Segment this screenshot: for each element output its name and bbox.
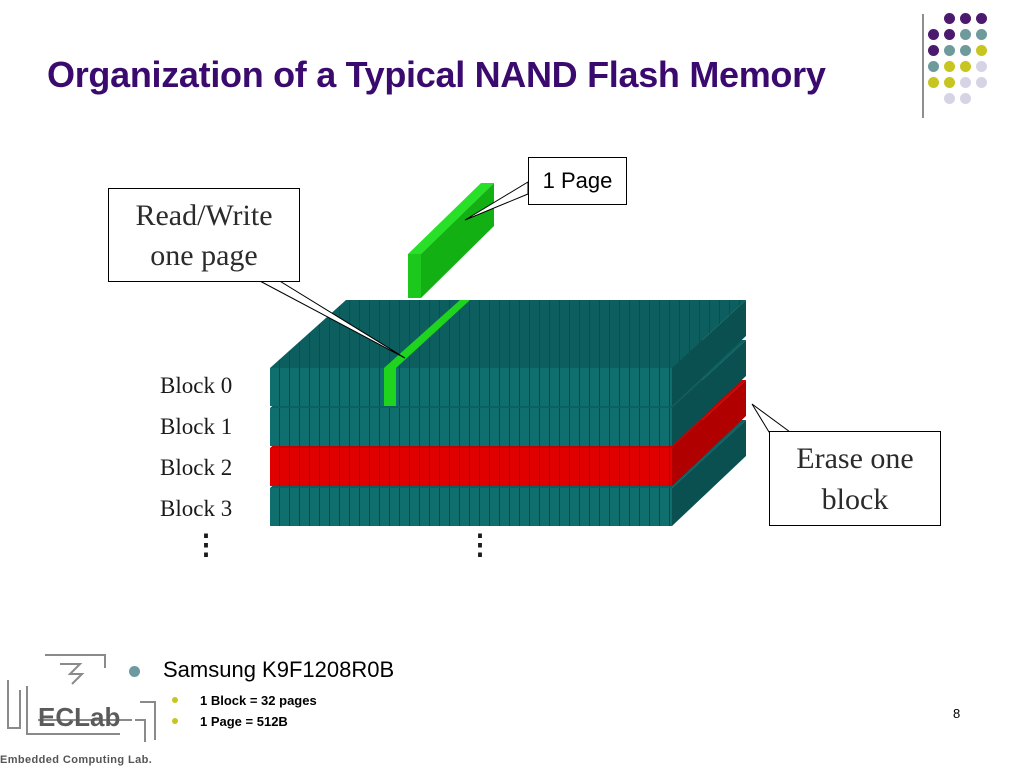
block-2-label: Block 2	[160, 455, 233, 480]
read-write-callout-line1: Read/Write	[135, 199, 273, 232]
ellipsis-left: ⋮	[192, 530, 220, 561]
selected-page-in-block	[384, 300, 470, 406]
decorative-dot	[976, 13, 987, 24]
erase-callout-line2: block	[821, 483, 889, 516]
decorative-dot	[960, 77, 971, 88]
decorative-dot	[960, 61, 971, 72]
logo-tagline: Embedded Computing Lab.	[0, 754, 153, 766]
decorative-dot	[928, 45, 939, 56]
decorative-dot	[944, 45, 955, 56]
decorative-dot	[944, 13, 955, 24]
callout-pointers	[257, 181, 792, 433]
sub-bullet-block-size: 1 Block = 32 pages	[172, 693, 317, 708]
block-3-label: Block 3	[160, 496, 233, 521]
decorative-dot	[928, 61, 939, 72]
decorative-dot	[976, 61, 987, 72]
decorative-dot	[928, 77, 939, 88]
decorative-dot	[960, 93, 971, 104]
decorative-dot	[960, 13, 971, 24]
read-write-callout-line2: one page	[150, 239, 258, 272]
slide-title: Organization of a Typical NAND Flash Mem…	[47, 54, 826, 95]
decorative-dot	[976, 77, 987, 88]
block-1-label: Block 1	[160, 414, 233, 439]
block-0-slab	[270, 300, 746, 406]
erase-callout-line1: Erase one	[796, 442, 914, 475]
decorative-dot	[944, 77, 955, 88]
read-write-callout: Read/Write one page	[108, 188, 300, 282]
logo-wordmark: ECLab	[38, 702, 120, 732]
decorative-dot	[976, 45, 987, 56]
erase-callout: Erase one block	[769, 431, 941, 526]
decorative-dot	[960, 29, 971, 40]
eclab-logo-icon: ECLab	[7, 654, 156, 742]
ellipsis-center: ⋮	[466, 530, 494, 561]
page-number: 8	[953, 706, 961, 721]
lifted-page	[408, 183, 494, 298]
block-0-label: Block 0	[160, 373, 233, 398]
decorative-dot	[928, 29, 939, 40]
sub-bullet-dot-icon	[172, 718, 178, 724]
decorative-dot	[976, 29, 987, 40]
page-callout: 1 Page	[528, 157, 627, 205]
bullet-device-model: Samsung K9F1208R0B	[129, 657, 394, 683]
sub-bullet-dot-icon	[172, 697, 178, 703]
decorative-dot	[960, 45, 971, 56]
sub-bullet-page-size: 1 Page = 512B	[172, 714, 288, 729]
decorative-divider	[922, 14, 924, 118]
decorative-dot	[944, 61, 955, 72]
decorative-dot	[944, 93, 955, 104]
bullet-dot-icon	[129, 666, 140, 677]
decorative-dot	[944, 29, 955, 40]
